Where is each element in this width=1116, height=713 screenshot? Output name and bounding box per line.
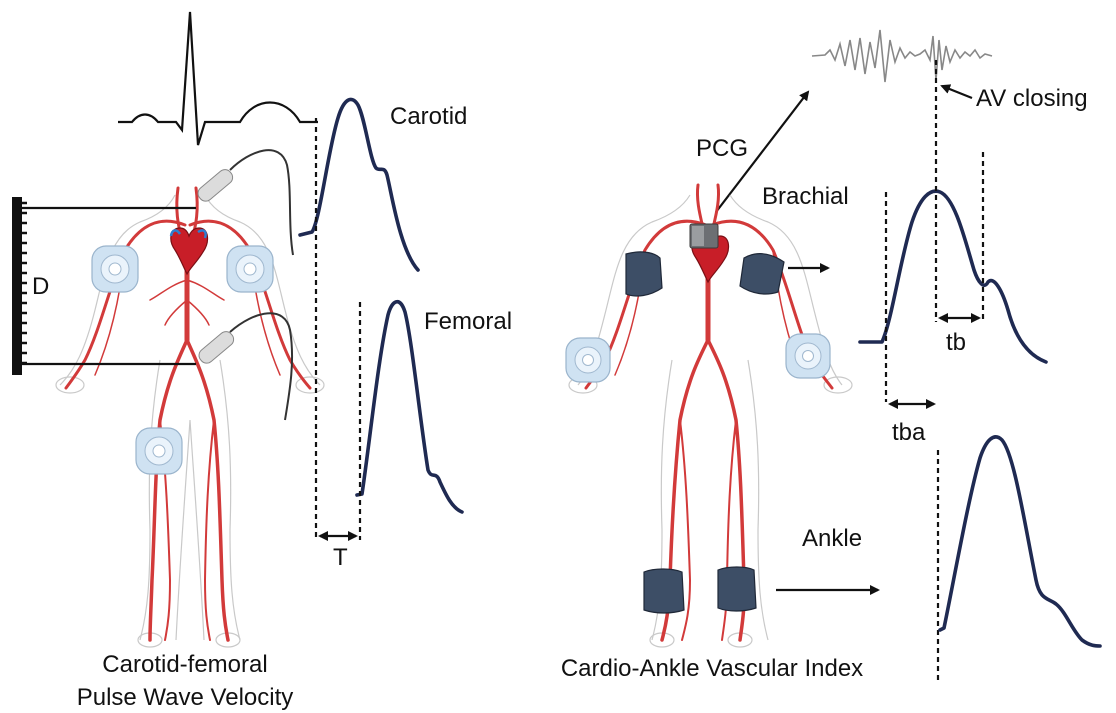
distance-label: D [32,273,49,300]
ankle-cuff-left-icon [718,567,756,611]
cfpwv-caption-line2: Pulse Wave Velocity [77,684,294,711]
tba-label: tba [892,419,926,446]
ankle-label: Ankle [802,525,862,552]
pcg-trace [812,30,992,82]
cfpwv-panel: D Carotid Femoral T Carotid-femoral Puls… [12,12,512,711]
tb-label: tb [946,329,966,356]
ecg-electrode-leg-icon [136,428,182,474]
carotid-label: Carotid [390,103,467,130]
ecg-electrode-left-arm-icon [227,246,273,292]
ankle-cuff-right-icon [644,569,684,613]
cfpwv-caption-line1: Carotid-femoral [102,651,267,678]
cavi-panel: PCG AV closing [561,30,1100,682]
av-closing-label: AV closing [976,85,1088,112]
brachial-cuff-right-icon [626,252,662,296]
ankle-pulse-waveform [940,437,1100,646]
ecg-electrode-left-forearm-icon [786,334,830,378]
cavi-caption: Cardio-Ankle Vascular Index [561,655,863,682]
pcg-microphone-icon [690,224,718,248]
ecg-electrode-right-arm-icon [92,246,138,292]
brachial-label: Brachial [762,183,849,210]
transit-time-label: T [333,544,348,571]
femoral-label: Femoral [424,308,512,335]
heart-icon [171,228,208,274]
ecg-electrode-right-forearm-icon [566,338,610,382]
brachial-cuff-left-icon [740,254,784,294]
pcg-label: PCG [696,135,748,162]
av-closing-arrow [942,86,972,98]
ecg-trace [118,12,318,145]
